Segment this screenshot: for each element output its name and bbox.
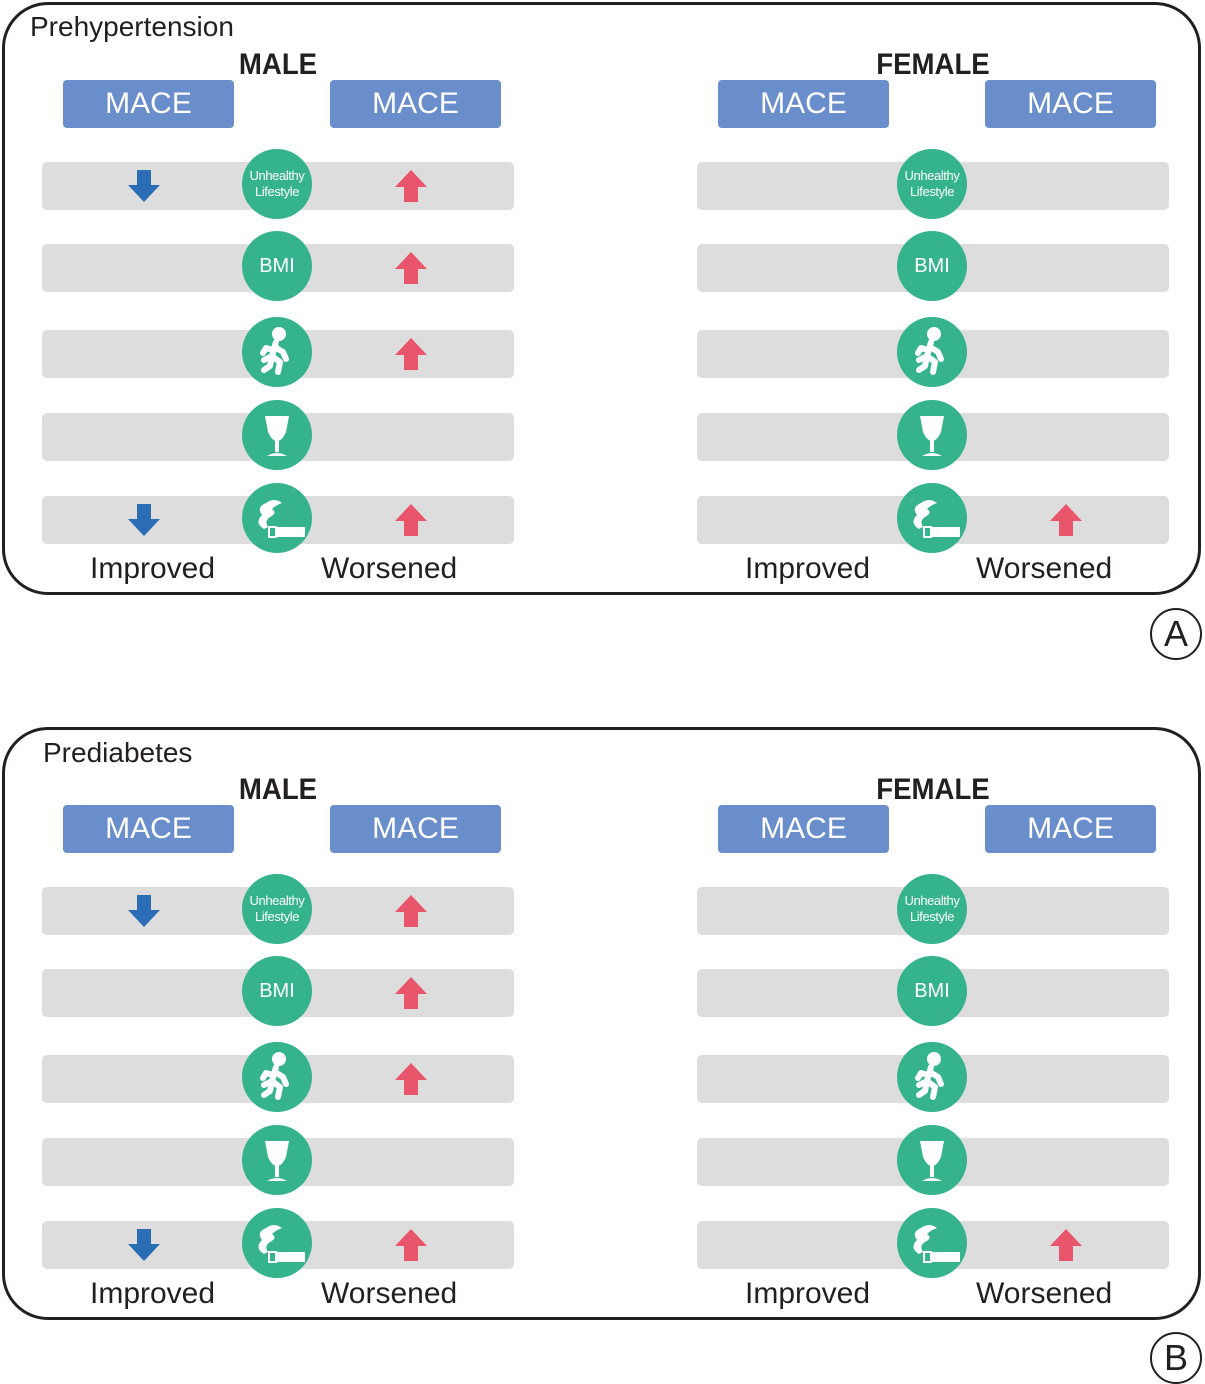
mace-box-improved: MACE [718, 80, 889, 128]
factor-circle [897, 483, 967, 553]
improved-label: Improved [745, 1277, 871, 1310]
worsened-arrow-up-icon [393, 1061, 429, 1097]
panel-a [2, 2, 1201, 595]
panel-b [2, 727, 1201, 1320]
physical-activity-icon [242, 1042, 312, 1112]
physical-activity-icon [242, 317, 312, 387]
alcohol-glass-icon [242, 1125, 312, 1195]
panel-badge: B [1150, 1332, 1202, 1384]
worsened-arrow-up-icon [393, 893, 429, 929]
sex-title: FEMALE [876, 48, 990, 81]
worsened-arrow-up-icon [393, 336, 429, 372]
worsened-label: Worsened [321, 552, 458, 585]
factor-label: BMI [259, 979, 295, 1002]
mace-box-worsened: MACE [330, 80, 501, 128]
factor-circle: Unhealthy Lifestyle [897, 149, 967, 219]
factor-label: Unhealthy Lifestyle [904, 168, 960, 199]
factor-circle [242, 317, 312, 387]
factor-circle [242, 1125, 312, 1195]
factor-circle [897, 317, 967, 387]
worsened-label: Worsened [321, 1277, 458, 1310]
worsened-arrow-up-icon [393, 975, 429, 1011]
improved-arrow-down-icon [126, 502, 162, 538]
panel-badge: A [1150, 608, 1202, 660]
factor-circle [242, 400, 312, 470]
smoking-icon [897, 483, 967, 553]
worsened-arrow-up-icon [1048, 1227, 1084, 1263]
factor-circle: Unhealthy Lifestyle [242, 149, 312, 219]
factor-label: Unhealthy Lifestyle [249, 893, 305, 924]
factor-circle [897, 1208, 967, 1278]
smoking-icon [242, 483, 312, 553]
improved-arrow-down-icon [126, 1227, 162, 1263]
alcohol-glass-icon [897, 1125, 967, 1195]
mace-box-improved: MACE [63, 805, 234, 853]
factor-label: BMI [259, 254, 295, 277]
panel-title: Prehypertension [30, 11, 234, 42]
mace-box-worsened: MACE [985, 805, 1156, 853]
factor-label: Unhealthy Lifestyle [249, 168, 305, 199]
worsened-arrow-up-icon [1048, 502, 1084, 538]
worsened-arrow-up-icon [393, 1227, 429, 1263]
improved-label: Improved [90, 1277, 216, 1310]
improved-arrow-down-icon [126, 168, 162, 204]
sex-title: FEMALE [876, 773, 990, 806]
improved-arrow-down-icon [126, 893, 162, 929]
improved-label: Improved [90, 552, 216, 585]
factor-label: BMI [914, 254, 950, 277]
factor-circle [897, 1125, 967, 1195]
improved-label: Improved [745, 552, 871, 585]
factor-circle: Unhealthy Lifestyle [897, 874, 967, 944]
sex-title: MALE [238, 48, 318, 81]
factor-circle: Unhealthy Lifestyle [242, 874, 312, 944]
factor-circle: BMI [242, 231, 312, 301]
factor-circle: BMI [897, 956, 967, 1026]
physical-activity-icon [897, 1042, 967, 1112]
panel-title: Prediabetes [43, 737, 193, 768]
physical-activity-icon [897, 317, 967, 387]
alcohol-glass-icon [242, 400, 312, 470]
factor-label: Unhealthy Lifestyle [904, 893, 960, 924]
worsened-label: Worsened [976, 1277, 1113, 1310]
alcohol-glass-icon [897, 400, 967, 470]
factor-circle [897, 1042, 967, 1112]
factor-circle: BMI [897, 231, 967, 301]
worsened-arrow-up-icon [393, 250, 429, 286]
worsened-label: Worsened [976, 552, 1113, 585]
factor-circle: BMI [242, 956, 312, 1026]
factor-label: BMI [914, 979, 950, 1002]
smoking-icon [242, 1208, 312, 1278]
sex-title: MALE [238, 773, 318, 806]
factor-circle [242, 1042, 312, 1112]
worsened-arrow-up-icon [393, 168, 429, 204]
worsened-arrow-up-icon [393, 502, 429, 538]
factor-circle [897, 400, 967, 470]
mace-box-worsened: MACE [985, 80, 1156, 128]
mace-box-improved: MACE [718, 805, 889, 853]
mace-box-improved: MACE [63, 80, 234, 128]
factor-circle [242, 1208, 312, 1278]
factor-circle [242, 483, 312, 553]
smoking-icon [897, 1208, 967, 1278]
mace-box-worsened: MACE [330, 805, 501, 853]
